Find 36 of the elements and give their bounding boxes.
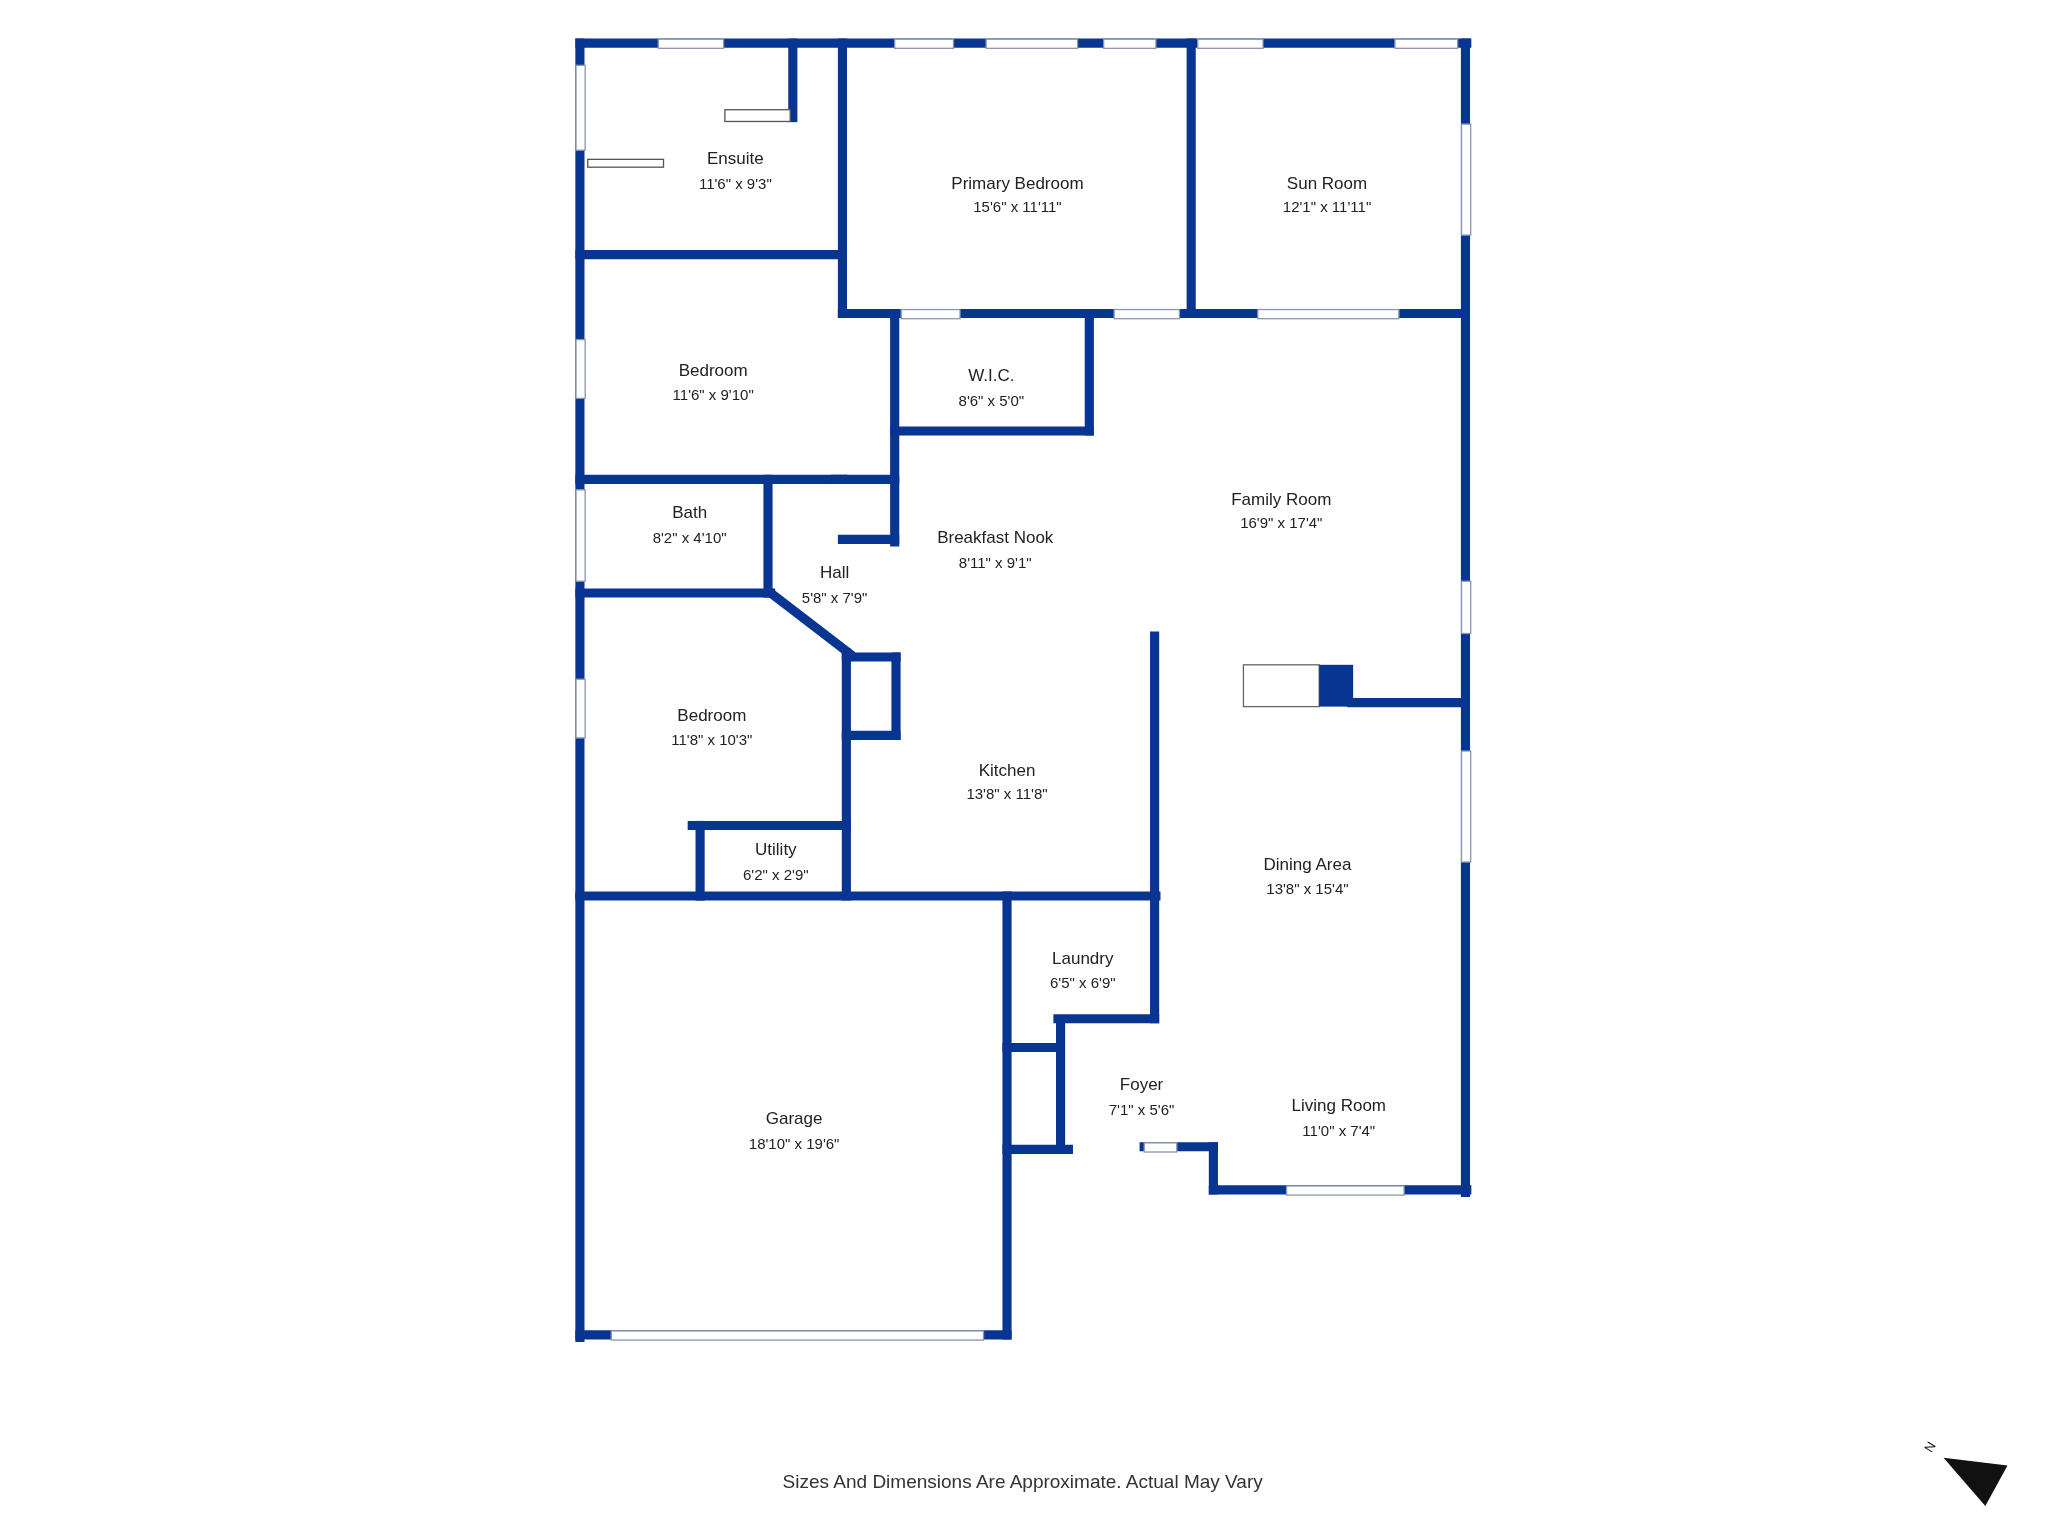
room-dimensions: 6'2" x 2'9" xyxy=(743,865,809,883)
room-dimensions: 5'8" x 7'9" xyxy=(801,588,868,606)
disclaimer-caption: Sizes And Dimensions Are Approximate. Actual May Vary xyxy=(782,1471,1263,1494)
room-name: Bedroom xyxy=(678,360,748,381)
room-name: Family Room xyxy=(1231,490,1332,511)
room-name: W.I.C. xyxy=(968,366,1015,387)
room-name: Bath xyxy=(672,503,708,524)
room-dimensions: 8'2" x 4'10" xyxy=(652,528,727,546)
room-dimensions: 18'10" x 19'6" xyxy=(748,1134,840,1152)
room-dimensions: 6'5" x 6'9" xyxy=(1049,973,1116,991)
room-dimensions: 16'9" x 17'4" xyxy=(1240,513,1323,531)
room-name: Breakfast Nook xyxy=(937,528,1054,549)
room-name: Living Room xyxy=(1291,1096,1386,1117)
room-dimensions: 8'11" x 9'1" xyxy=(958,553,1032,571)
room-name: Foyer xyxy=(1119,1075,1164,1096)
room-name: Laundry xyxy=(1052,948,1114,969)
room-name: Utility xyxy=(755,840,797,861)
room-dimensions: 11'8" x 10'3" xyxy=(671,730,753,748)
room-name: Garage xyxy=(765,1109,823,1130)
room-name: Bedroom xyxy=(677,705,747,726)
room-name: Hall xyxy=(819,563,850,584)
room-name: Dining Area xyxy=(1263,854,1352,875)
room-name: Kitchen xyxy=(978,760,1036,781)
room-name: Ensuite xyxy=(707,149,764,170)
room-dimensions: 11'6" x 9'10" xyxy=(672,385,754,403)
room-dimensions: 13'8" x 15'4" xyxy=(1266,879,1349,897)
room-dimensions: 15'6" x 11'11" xyxy=(973,197,1062,215)
room-dimensions: 11'0" x 7'4" xyxy=(1302,1121,1376,1139)
room-dimensions: 11'6" x 9'3" xyxy=(698,174,772,192)
room-dimensions: 13'8" x 11'8" xyxy=(966,784,1048,802)
room-name: Sun Room xyxy=(1286,174,1368,195)
room-dimensions: 12'1" x 11'11" xyxy=(1282,197,1372,215)
room-dimensions: 8'6" x 5'0" xyxy=(958,391,1025,409)
north-label: N xyxy=(1921,1439,1940,1455)
room-name: Primary Bedroom xyxy=(951,174,1084,195)
room-dimensions: 7'1" x 5'6" xyxy=(1108,1100,1175,1118)
